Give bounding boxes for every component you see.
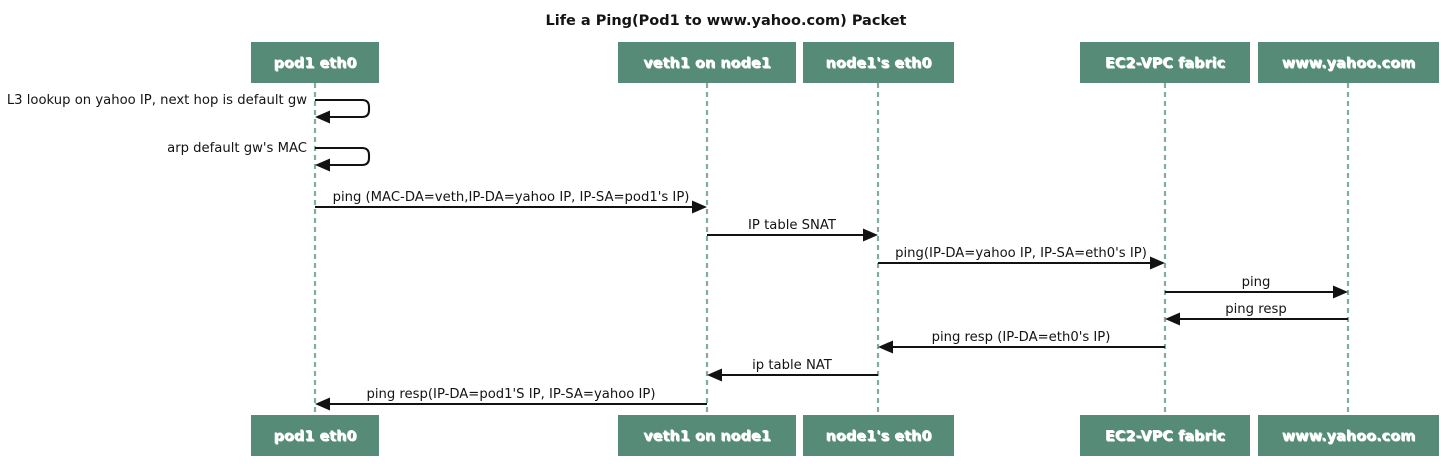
participant-label-shadow: pod1 eth0	[274, 430, 357, 446]
participant-label: veth1 on node1	[643, 429, 771, 445]
message-m9[interactable]: ip table NAT	[707, 358, 878, 382]
arrow-head-icon	[315, 110, 330, 124]
participant-label: pod1 eth0	[273, 56, 356, 72]
participant-label: node1's eth0	[826, 56, 932, 72]
participant-label: EC2-VPC fabric	[1105, 429, 1225, 445]
arrow-head-icon	[1165, 312, 1180, 326]
message-label: ip table NAT	[752, 358, 833, 373]
message-label: IP table SNAT	[748, 218, 837, 233]
participant-box	[803, 415, 954, 456]
participant-label-shadow: node1's eth0	[827, 430, 933, 446]
message-m1[interactable]: L3 lookup on yahoo IP, next hop is defau…	[7, 93, 371, 124]
arrow-head-icon	[315, 397, 330, 411]
participant-label-shadow: veth1 on node1	[644, 430, 772, 446]
arrow-head-icon	[863, 228, 878, 242]
participant-label: veth1 on node1	[643, 56, 771, 72]
message-label: ping resp (IP-DA=eth0's IP)	[932, 330, 1111, 345]
participant-label-shadow: EC2-VPC fabric	[1106, 57, 1226, 73]
message-label: ping resp	[1225, 302, 1286, 317]
participant-label: pod1 eth0	[273, 429, 356, 445]
message-m10[interactable]: ping resp(IP-DA=pod1'S IP, IP-SA=yahoo I…	[315, 387, 707, 411]
message-m2[interactable]: arp default gw's MAC	[167, 141, 371, 172]
message-m6[interactable]: ping	[1165, 275, 1348, 299]
participant-box	[1258, 415, 1439, 456]
message-m5[interactable]: ping(IP-DA=yahoo IP, IP-SA=eth0's IP)	[878, 246, 1165, 270]
message-m3[interactable]: ping (MAC-DA=veth,IP-DA=yahoo IP, IP-SA=…	[315, 190, 707, 214]
arrow-head-icon	[1150, 256, 1165, 270]
participant-box	[618, 42, 796, 83]
message-label: ping(IP-DA=yahoo IP, IP-SA=eth0's IP)	[895, 246, 1147, 261]
message-m7[interactable]: ping resp	[1165, 302, 1348, 326]
page-title: Life a Ping(Pod1 to www.yahoo.com) Packe…	[546, 13, 907, 29]
arrow-head-icon	[692, 200, 707, 214]
lifelines-group	[313, 83, 1350, 415]
participant-label-shadow: node1's eth0	[827, 57, 933, 73]
participant-box	[618, 415, 796, 456]
message-label: L3 lookup on yahoo IP, next hop is defau…	[7, 93, 307, 108]
participant-label-shadow: pod1 eth0	[274, 57, 357, 73]
arrow-head-icon	[315, 158, 330, 172]
message-label: ping (MAC-DA=veth,IP-DA=yahoo IP, IP-SA=…	[333, 190, 690, 205]
participant-label: node1's eth0	[826, 429, 932, 445]
message-m4[interactable]: IP table SNAT	[707, 218, 878, 242]
message-label: arp default gw's MAC	[167, 141, 307, 156]
participant-box	[251, 415, 379, 456]
participant-box	[1080, 42, 1250, 83]
participant-box	[803, 42, 954, 83]
arrow-head-icon	[878, 340, 893, 354]
participant-label: www.yahoo.com	[1282, 429, 1415, 445]
participant-label-shadow: www.yahoo.com	[1283, 57, 1416, 73]
participant-box	[251, 42, 379, 83]
arrow-head-icon	[1333, 285, 1348, 299]
message-m8[interactable]: ping resp (IP-DA=eth0's IP)	[878, 330, 1165, 354]
message-label: ping	[1242, 275, 1271, 290]
self-message-loop	[315, 146, 371, 167]
participant-box	[1080, 415, 1250, 456]
messages-group: L3 lookup on yahoo IP, next hop is defau…	[7, 93, 1348, 411]
message-label: ping resp(IP-DA=pod1'S IP, IP-SA=yahoo I…	[366, 387, 655, 402]
participant-label: EC2-VPC fabric	[1105, 56, 1225, 72]
participant-label-shadow: veth1 on node1	[644, 57, 772, 73]
self-message-loop	[315, 98, 371, 119]
participant-label-shadow: www.yahoo.com	[1283, 430, 1416, 446]
arrow-head-icon	[707, 368, 722, 382]
participant-label-shadow: EC2-VPC fabric	[1106, 430, 1226, 446]
participant-box	[1258, 42, 1439, 83]
participant-label: www.yahoo.com	[1282, 56, 1415, 72]
